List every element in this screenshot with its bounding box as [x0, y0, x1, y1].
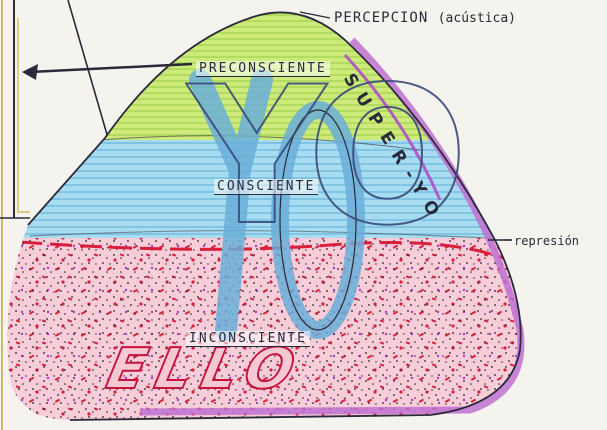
- preconscious-label: PRECONSCIENTE: [196, 61, 330, 77]
- id-label: ELLO: [102, 342, 309, 398]
- perception-note: (acústica): [438, 11, 516, 26]
- ego-letters: YO: [188, 62, 456, 252]
- perception-text: PERCEPCION: [334, 10, 428, 26]
- yellow-guide: [18, 18, 30, 212]
- conscious-label: CONSCIENTE: [214, 179, 318, 195]
- repression-label: represión: [514, 234, 579, 248]
- unconscious-label: INCONSCIENTE: [186, 331, 310, 347]
- perception-label: PERCEPCION (acústica): [334, 10, 516, 26]
